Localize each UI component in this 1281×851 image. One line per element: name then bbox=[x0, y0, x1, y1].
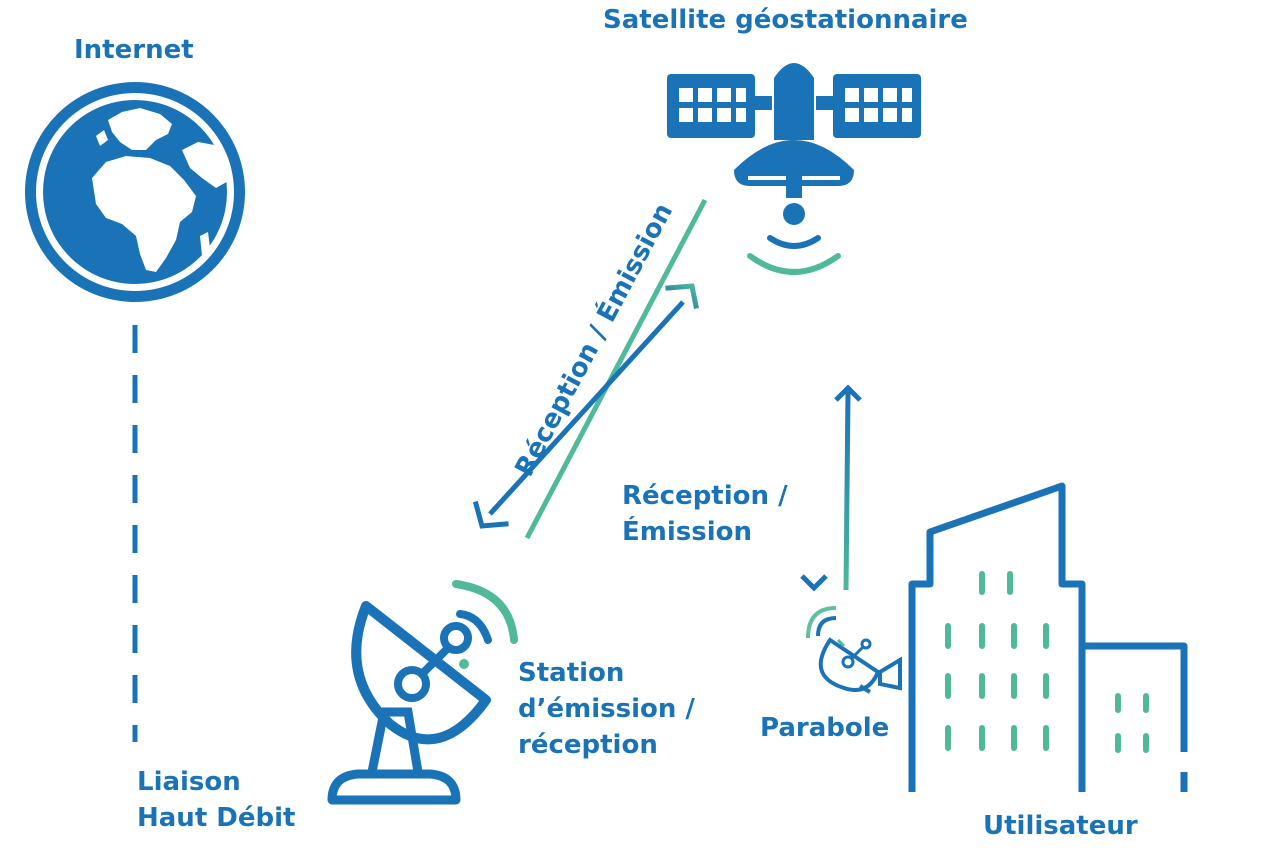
ground-satellite-link-arrows bbox=[472, 198, 708, 540]
highspeed-link-line bbox=[132, 325, 360, 745]
satellite-label: Satellite géostationnaire bbox=[603, 5, 968, 35]
satellite-user-link-label-line1: Réception / bbox=[622, 481, 788, 511]
internet-label: Internet bbox=[74, 35, 194, 65]
user-label: Utilisateur bbox=[983, 811, 1138, 841]
satellite-user-link-label-line2: Émission bbox=[622, 517, 752, 547]
satellite-dish-icon bbox=[806, 606, 902, 694]
highspeed-label-line1: Liaison bbox=[137, 767, 241, 797]
ground-station-dish-icon bbox=[327, 580, 518, 805]
building-icon bbox=[908, 482, 1188, 792]
building-windows bbox=[945, 571, 1149, 753]
dish-label: Parabole bbox=[760, 713, 890, 743]
satellite-user-link-arrows bbox=[800, 384, 862, 592]
highspeed-label-line2: Haut Débit bbox=[137, 803, 296, 833]
globe-icon bbox=[25, 82, 245, 302]
station-label-line3: réception bbox=[518, 730, 658, 760]
station-label-line2: d’émission / bbox=[518, 694, 695, 724]
station-label-line1: Station bbox=[518, 658, 625, 688]
satellite-icon bbox=[667, 63, 921, 275]
